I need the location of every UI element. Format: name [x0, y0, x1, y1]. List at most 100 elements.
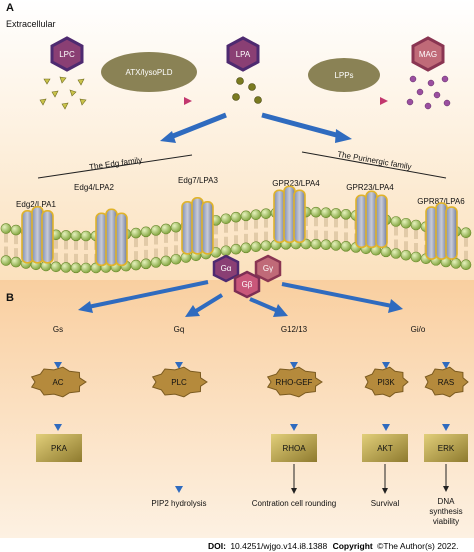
effector-rho-gef-label: RHO-GEF	[276, 378, 313, 387]
outcome-dna-1: DNA	[438, 497, 456, 506]
lipid-head-outer	[160, 223, 172, 235]
lipid-head-inner	[140, 258, 152, 270]
g-protein-arrows	[87, 280, 393, 313]
pathway-gq: Gq	[174, 325, 185, 334]
pka-label: PKA	[51, 444, 68, 453]
effector-arrowheads	[54, 362, 450, 369]
outcome-pip2: PIP2 hydrolysis	[151, 499, 206, 508]
erk-label: ERK	[438, 444, 455, 453]
lipid-head-inner	[50, 261, 62, 273]
lipid-head-inner	[70, 262, 82, 274]
copyright-label: Copyright	[333, 541, 373, 551]
lipid-head-inner	[130, 259, 142, 271]
lpps-enzyme: LPPs	[308, 58, 380, 92]
lpc-label: LPC	[59, 50, 75, 59]
footer-background	[0, 538, 474, 552]
arrow-to-edg-head	[160, 131, 176, 143]
lipid-head-inner	[240, 242, 252, 254]
receptor-helix	[41, 210, 54, 264]
lipid-head-outer	[340, 209, 352, 220]
effector-pi3k-label: PI3K	[377, 378, 395, 387]
effector-ras-label: RAS	[438, 378, 454, 387]
lipid-head-inner	[400, 249, 412, 261]
g-gamma-label: Gγ	[263, 264, 273, 273]
lipid-head-outer	[10, 224, 22, 236]
effector-plc: PLC	[151, 366, 208, 398]
receptor-2	[95, 208, 128, 267]
outcome-dna-3: viability	[433, 517, 459, 526]
lipid-head-outer	[70, 230, 82, 242]
lpc-molecules	[39, 76, 87, 110]
effector-ac: AC	[30, 366, 87, 398]
lpps-label: LPPs	[334, 71, 353, 80]
kinase-akt: AKT	[362, 434, 408, 462]
receptor-helix	[201, 201, 214, 255]
atx-arrowhead	[184, 97, 192, 105]
lipid-head-outer	[310, 206, 322, 218]
lpa-hexagon: LPA	[226, 36, 260, 72]
lipid-head-outer	[240, 210, 252, 222]
lipid-head-outer	[460, 227, 472, 239]
lipid-head-outer	[170, 221, 182, 233]
copyright-value: ©The Author(s) 2022.	[377, 541, 458, 551]
lipid-head-inner	[390, 248, 402, 259]
lipid-head-outer	[410, 219, 422, 231]
receptor-1	[21, 206, 54, 264]
akt-label: AKT	[377, 444, 393, 453]
lipid-head-outer	[220, 213, 232, 225]
arrow-to-purinergic	[261, 112, 341, 139]
lipid-head-inner	[460, 259, 472, 271]
g-beta: Gβ	[233, 270, 261, 299]
arrow-to-edg	[167, 112, 227, 141]
lipid-head-inner	[380, 246, 392, 258]
footer: DOI: 10.4251/wjgo.v14.i8.1388 Copyright …	[208, 541, 459, 551]
panel-b-background	[0, 280, 474, 538]
effector-blob	[364, 366, 409, 398]
downstream-arrowheads	[54, 424, 450, 493]
outcome-arrowheads	[291, 486, 449, 494]
effector-pi3k: PI3K	[364, 366, 409, 398]
lipid-head-outer	[140, 226, 152, 238]
arrow-to-purinergic-head	[335, 129, 352, 143]
lipid-head-inner	[150, 257, 162, 268]
lipid-head-inner	[220, 245, 232, 257]
panel-a-label: A	[6, 2, 14, 14]
outcome-arrows	[293, 464, 447, 490]
effector-blob	[424, 366, 469, 398]
receptor-label-5: GPR23/LPA4	[346, 183, 394, 192]
receptor-3	[181, 197, 214, 255]
receptor-label-2: Edg4/LPA2	[74, 183, 114, 192]
effector-plc-label: PLC	[171, 378, 187, 387]
receptor-6	[425, 202, 458, 260]
doi-value: 10.4251/wjgo.v14.i8.1388	[230, 541, 327, 551]
mag-hexagon: MAG	[411, 36, 445, 72]
g-protein-arrowheads	[78, 299, 403, 317]
receptors	[21, 185, 458, 267]
lipid-head-outer	[260, 208, 272, 219]
purinergic-family-line	[301, 151, 447, 179]
lipid-head-outer	[0, 223, 12, 234]
mag-label: MAG	[419, 50, 437, 59]
atx-enzyme: ATX/lysoPLD	[101, 52, 197, 92]
g-alpha: Gα	[212, 254, 240, 283]
kinase-erk: ERK	[424, 434, 468, 462]
lipid-head-outer	[250, 209, 262, 220]
lipid-head-inner	[410, 251, 422, 263]
receptor-4	[273, 185, 306, 244]
lpps-arrowhead	[380, 97, 388, 105]
effector-blob	[266, 366, 323, 398]
lipid-head-outer	[400, 217, 412, 229]
downstream-arrows	[56, 397, 448, 488]
receptor-label-4: GPR23/LPA4	[272, 179, 320, 188]
lipid-head-outer	[330, 208, 342, 219]
lpa-molecules	[232, 77, 262, 104]
lipid-head-outer	[230, 211, 242, 223]
kinase-pka: PKA	[36, 434, 82, 462]
lipid-head-outer	[390, 216, 402, 227]
g-gamma: Gγ	[254, 254, 282, 283]
receptor-label-6: GPR87/LPA6	[417, 197, 465, 206]
lipid-head-inner	[170, 253, 182, 265]
receptor-helix	[445, 206, 458, 260]
lipid-head-inner	[340, 241, 352, 252]
